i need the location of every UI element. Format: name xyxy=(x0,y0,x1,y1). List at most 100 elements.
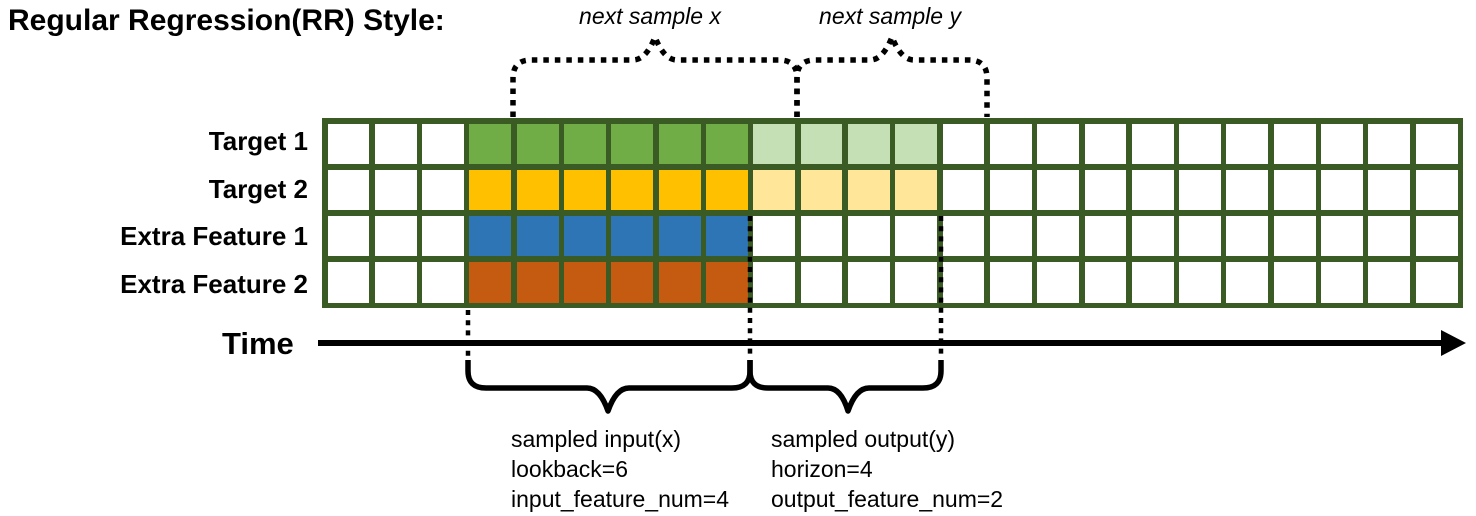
grid-cell xyxy=(564,215,606,257)
sampled-output-text: sampled output(y) horizon=4 output_featu… xyxy=(771,424,1003,514)
grid-cell xyxy=(753,261,796,303)
row-label-target-2: Target 2 xyxy=(208,173,308,204)
timeseries-grid xyxy=(322,118,1463,308)
grid-cell xyxy=(422,169,464,211)
grid-cell xyxy=(327,169,370,211)
grid-cell xyxy=(1131,169,1174,211)
grid-cell xyxy=(1179,261,1221,303)
grid-cell xyxy=(1226,169,1269,211)
grid-cell xyxy=(1368,169,1411,211)
grid-cell xyxy=(847,123,890,165)
time-axis-arrowhead xyxy=(1441,330,1466,356)
grid-cell xyxy=(1037,169,1079,211)
grid-cell xyxy=(847,215,890,257)
grid-cell xyxy=(564,261,606,303)
grid-cell xyxy=(1037,215,1079,257)
grid-cell xyxy=(1368,123,1411,165)
grid-cell xyxy=(1179,169,1221,211)
grid-cell xyxy=(942,123,985,165)
grid-cell xyxy=(1037,261,1079,303)
grid-cell xyxy=(1084,215,1127,257)
grid-cell xyxy=(800,123,843,165)
grid-cell xyxy=(422,215,464,257)
grid-cell xyxy=(374,261,417,303)
grid-cell xyxy=(753,169,796,211)
grid-cell xyxy=(1321,169,1363,211)
sampled-input-brace xyxy=(465,360,753,414)
grid-cell xyxy=(942,169,985,211)
grid-cell xyxy=(1415,169,1458,211)
grid-cell xyxy=(895,123,938,165)
grid-cell xyxy=(800,215,843,257)
grid-cell xyxy=(516,261,559,303)
grid-cell xyxy=(611,215,654,257)
grid-cell xyxy=(1179,215,1221,257)
grid-cell xyxy=(564,123,606,165)
next-sample-x-brace xyxy=(510,29,800,117)
grid-cell xyxy=(989,123,1032,165)
grid-cell xyxy=(1131,261,1174,303)
grid-cell xyxy=(706,215,748,257)
grid-cell xyxy=(422,123,464,165)
grid-cell xyxy=(1321,261,1363,303)
grid-cell xyxy=(469,169,512,211)
grid-cell xyxy=(942,261,985,303)
grid-cell xyxy=(1415,123,1458,165)
grid-cell xyxy=(847,169,890,211)
row-label-target-1: Target 1 xyxy=(208,126,308,157)
grid-cell xyxy=(516,169,559,211)
grid-cell xyxy=(611,261,654,303)
row-label-extra-feature-1: Extra Feature 1 xyxy=(120,221,308,252)
grid-cell xyxy=(847,261,890,303)
grid-cell xyxy=(374,123,417,165)
grid-cell xyxy=(1273,215,1316,257)
grid-cell xyxy=(989,261,1032,303)
input-feature-num-value: input_feature_num=4 xyxy=(511,486,730,512)
grid-cell xyxy=(516,215,559,257)
sampled-input-text: sampled input(x) lookback=6 input_featur… xyxy=(511,424,729,514)
grid-cell xyxy=(1368,215,1411,257)
grid-cell xyxy=(1084,169,1127,211)
grid-cell xyxy=(327,261,370,303)
sampled-input-title: sampled input(x) xyxy=(511,426,682,452)
grid-cell xyxy=(658,261,701,303)
next-sample-y-brace xyxy=(794,29,990,117)
grid-cell xyxy=(1415,261,1458,303)
grid-cell xyxy=(469,215,512,257)
lookback-value: lookback=6 xyxy=(511,456,628,482)
grid-cell xyxy=(658,215,701,257)
grid-cell xyxy=(706,123,748,165)
grid-cell xyxy=(469,261,512,303)
row-label-extra-feature-2: Extra Feature 2 xyxy=(120,268,308,299)
grid-cell xyxy=(1368,261,1411,303)
grid-cell xyxy=(658,123,701,165)
grid-cell xyxy=(1037,123,1079,165)
grid-cell xyxy=(1226,215,1269,257)
grid-cell xyxy=(753,123,796,165)
time-axis-label: Time xyxy=(222,326,294,361)
next-sample-x-label: next sample x xyxy=(579,3,721,29)
grid-cell xyxy=(469,123,512,165)
grid-cell xyxy=(800,261,843,303)
grid-cell xyxy=(800,169,843,211)
grid-cell xyxy=(753,215,796,257)
grid-cell xyxy=(1321,123,1363,165)
sampled-output-brace xyxy=(747,360,944,414)
next-sample-y-label: next sample y xyxy=(819,3,961,29)
grid-cell xyxy=(895,169,938,211)
grid-cell xyxy=(1131,215,1174,257)
grid-cell xyxy=(706,169,748,211)
grid-cell xyxy=(611,123,654,165)
grid-cell xyxy=(1226,261,1269,303)
grid-cell xyxy=(1415,215,1458,257)
grid-cell xyxy=(327,123,370,165)
grid-cell xyxy=(1084,123,1127,165)
output-feature-num-value: output_feature_num=2 xyxy=(771,486,1004,512)
grid-cell xyxy=(327,215,370,257)
grid-cell xyxy=(658,169,701,211)
grid-cell xyxy=(1321,215,1363,257)
grid-cell xyxy=(564,169,606,211)
grid-cell xyxy=(422,261,464,303)
grid-cell xyxy=(1273,123,1316,165)
grid-cell xyxy=(1179,123,1221,165)
